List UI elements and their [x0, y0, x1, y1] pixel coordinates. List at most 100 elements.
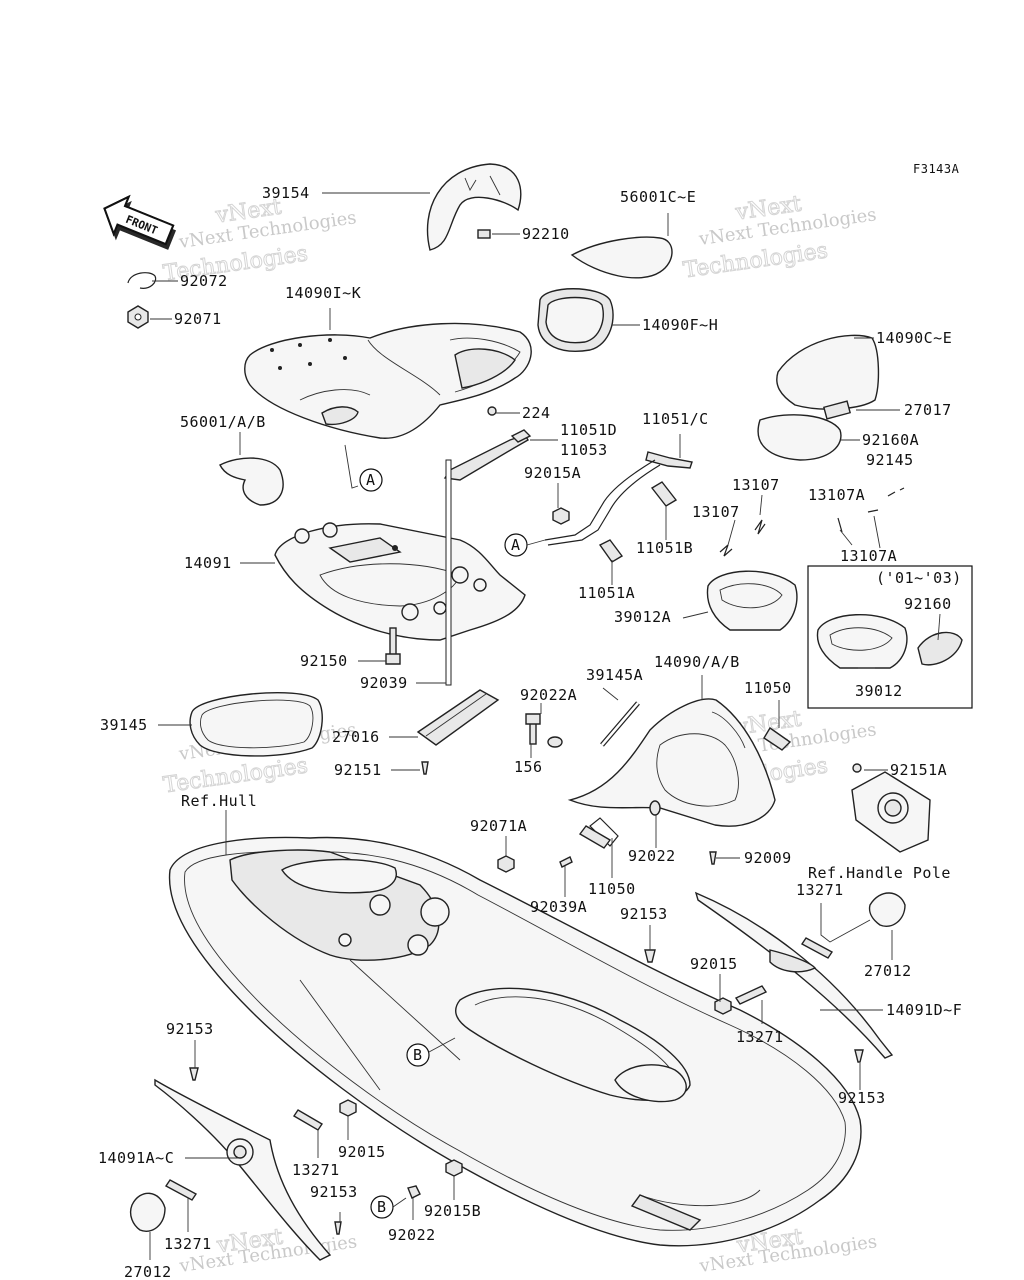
label-39145: 39145 [100, 716, 148, 734]
diagram-code: F3143A [913, 162, 960, 176]
part-11051A-clamp [598, 539, 624, 563]
label-13107A-b: 13107A [840, 547, 897, 565]
part-27016-bracket [416, 689, 500, 746]
svg-text:B: B [413, 1046, 423, 1064]
part-92071-nut-icon [127, 305, 149, 329]
part-92071A-nut-icon [497, 855, 515, 873]
leader-lines [149, 192, 941, 1260]
label-92015A: 92015A [524, 464, 581, 482]
part-156-bolt-icon [525, 713, 541, 745]
part-92151-screw-icon [421, 761, 429, 775]
part-11051B-clamp [650, 481, 678, 507]
part-92160A-pad [757, 414, 842, 461]
label-92071A: 92071A [470, 817, 527, 835]
label-39145A: 39145A [586, 666, 643, 684]
label-14090F-H: 14090F~H [642, 316, 718, 334]
label-14090AB: 14090/A/B [654, 653, 740, 671]
part-hull [168, 836, 862, 1247]
part-11051D-bracket [443, 429, 532, 481]
part-39145A-strip [600, 701, 640, 747]
callout-a-1: A [344, 444, 383, 492]
label-14090C-E: 14090C~E [876, 329, 952, 347]
svg-text:B: B [377, 1198, 387, 1216]
label-56001AB: 56001/A/B [180, 413, 266, 431]
label-92039: 92039 [360, 674, 408, 692]
part-39145-gasket [189, 691, 323, 757]
label-92153-a: 92153 [620, 905, 668, 923]
part-labels: 39154 92210 56001C~E 92072 92071 14090I~… [98, 184, 962, 1280]
svg-text:A: A [366, 471, 376, 489]
part-56001-grip [219, 406, 359, 506]
label-92210: 92210 [522, 225, 570, 243]
label-92151A: 92151A [890, 761, 947, 779]
ref-hull: Ref.Hull [181, 792, 257, 810]
part-fasteners-icons [189, 949, 864, 1235]
label-92153-b: 92153 [166, 1020, 214, 1038]
part-39012A-housing [706, 570, 798, 631]
part-56001C-pad [570, 236, 673, 279]
svg-text:A: A [511, 536, 521, 554]
label-13271-b: 13271 [736, 1028, 784, 1046]
label-11050-b: 11050 [588, 880, 636, 898]
label-13107A-a: 13107A [808, 486, 865, 504]
part-224-screw-icon [487, 406, 497, 416]
label-39012A: 39012A [614, 608, 671, 626]
part-11050-bumper [578, 726, 792, 849]
label-92015-b: 92015 [338, 1143, 386, 1161]
label-224: 224 [522, 404, 551, 422]
label-13271-d: 13271 [164, 1235, 212, 1253]
label-14090I-K: 14090I~K [285, 284, 361, 302]
part-92009-screw-icon [709, 851, 717, 865]
part-14091A-rail [154, 1078, 332, 1261]
ref-handle-pole: Ref.Handle Pole [808, 864, 951, 882]
label-92015B: 92015B [424, 1202, 481, 1220]
part-92022-washer-icon [649, 800, 661, 816]
label-92160: 92160 [904, 595, 952, 613]
label-56001C-E: 56001C~E [620, 188, 696, 206]
label-14091D-F: 14091D~F [886, 1001, 962, 1019]
part-92072-ring-icon [127, 272, 157, 289]
label-27016: 27016 [332, 728, 380, 746]
label-156: 156 [514, 758, 543, 776]
label-92022A: 92022A [520, 686, 577, 704]
version-box: ('01~'03) [807, 565, 973, 709]
part-27012-cap-left [129, 1192, 166, 1232]
label-11051A: 11051A [578, 584, 635, 602]
label-11053: 11053 [560, 441, 608, 459]
part-14091-tray [274, 522, 526, 641]
label-92145: 92145 [866, 451, 914, 469]
label-14091: 14091 [184, 554, 232, 572]
part-92015A-nut-icon [552, 507, 570, 525]
label-13271-c: 13271 [292, 1161, 340, 1179]
label-13107-a: 13107 [732, 476, 780, 494]
part-11051C-bracket [544, 451, 693, 546]
part-13107-clip-icon [719, 487, 905, 557]
label-27012-a: 27012 [864, 962, 912, 980]
label-92022-b: 92022 [388, 1226, 436, 1244]
label-92009: 92009 [744, 849, 792, 867]
part-92039-rod [445, 459, 452, 686]
label-39154: 39154 [262, 184, 310, 202]
part-92039A-pin-icon [559, 856, 573, 868]
label-11051C: 11051/C [642, 410, 709, 428]
label-11051B: 11051B [636, 539, 693, 557]
label-11051D: 11051D [560, 421, 617, 439]
part-92022A-washer-icon [547, 736, 563, 748]
label-92071: 92071 [174, 310, 222, 328]
label-13271-a: 13271 [796, 881, 844, 899]
label-92022: 92022 [628, 847, 676, 865]
label-27017: 27017 [904, 401, 952, 419]
callout-b-1: B [406, 1037, 456, 1067]
part-14090C-panel [776, 334, 880, 410]
label-14091A-C: 14091A~C [98, 1149, 174, 1167]
front-arrow-icon: FRONT [103, 194, 177, 250]
part-14090F-panel [537, 288, 614, 352]
part-handle-pole-base [851, 771, 931, 853]
label-39012: 39012 [855, 682, 903, 700]
label-92150: 92150 [300, 652, 348, 670]
label-11050-a: 11050 [744, 679, 792, 697]
part-92210-clip [477, 229, 491, 239]
part-13271-plate-icon [164, 937, 834, 1201]
part-27012-cap-right [868, 892, 906, 927]
